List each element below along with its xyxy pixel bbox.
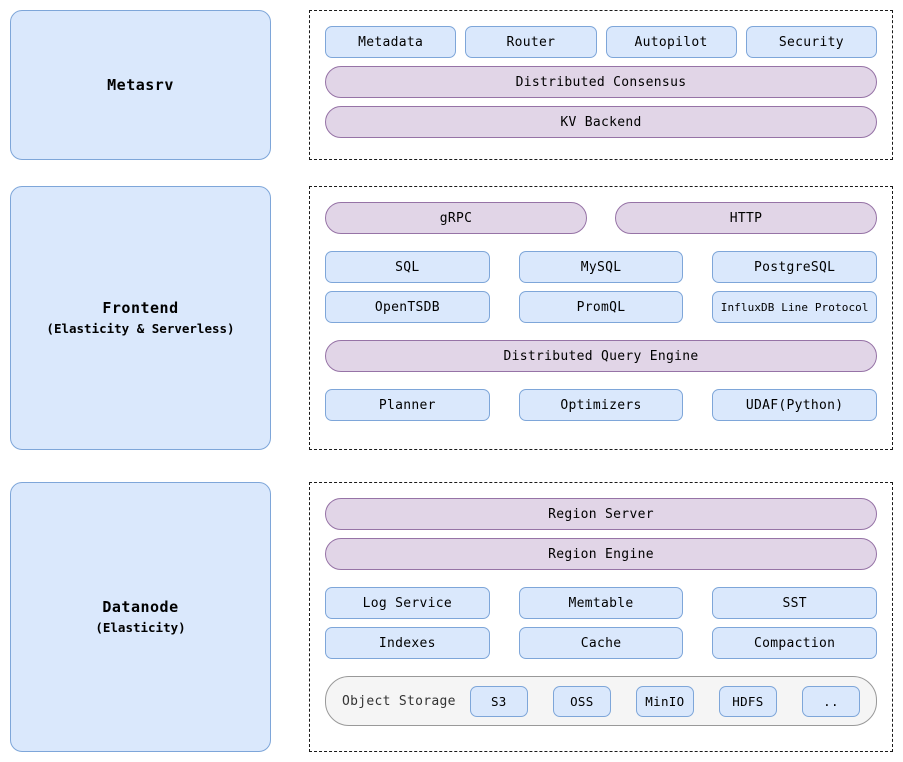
component-sql[interactable]: SQL — [325, 251, 490, 283]
storage-provider-minio[interactable]: MinIO — [635, 685, 694, 717]
component-row: KV Backend — [325, 106, 877, 138]
object-storage-providers: S3 OSS MinIO HDFS .. — [469, 685, 860, 717]
storage-provider-oss[interactable]: OSS — [552, 685, 611, 717]
storage-provider-hdfs[interactable]: HDFS — [718, 685, 777, 717]
component-autopilot[interactable]: Autopilot — [605, 26, 737, 58]
component-row: Region Engine — [325, 538, 877, 570]
component-row: Distributed Consensus — [325, 66, 877, 98]
component-router[interactable]: Router — [465, 26, 597, 58]
component-planner[interactable]: Planner — [325, 389, 490, 421]
role-title-metasrv: Metasrv — [107, 76, 174, 94]
component-log-service[interactable]: Log Service — [325, 587, 490, 619]
component-mysql[interactable]: MySQL — [518, 251, 684, 283]
component-row: Region Server — [325, 498, 877, 530]
component-sst[interactable]: SST — [712, 587, 878, 619]
component-row: Indexes Cache Compaction — [325, 627, 878, 659]
component-security[interactable]: Security — [745, 26, 877, 58]
component-group-metasrv: Metadata Router Autopilot Security Distr… — [309, 10, 893, 160]
role-subtitle-frontend: (Elasticity & Serverless) — [46, 321, 235, 336]
component-region-engine[interactable]: Region Engine — [325, 538, 877, 570]
component-udaf-python[interactable]: UDAF(Python) — [712, 389, 878, 421]
component-row: Metadata Router Autopilot Security — [325, 26, 877, 58]
component-http[interactable]: HTTP — [615, 202, 877, 234]
object-storage-label: Object Storage — [342, 693, 456, 709]
component-group-frontend: gRPC HTTP SQL MySQL PostgreSQL OpenTSDB … — [309, 186, 893, 450]
storage-provider-s3[interactable]: S3 — [469, 685, 528, 717]
component-row: OpenTSDB PromQL InfluxDB Line Protocol — [325, 291, 878, 323]
component-row: Planner Optimizers UDAF(Python) — [325, 389, 878, 421]
component-row: gRPC HTTP — [325, 202, 877, 234]
component-row: Distributed Query Engine — [325, 340, 877, 372]
component-group-datanode: Region Server Region Engine Log Service … — [309, 482, 893, 752]
role-panel-frontend: Frontend (Elasticity & Serverless) — [10, 186, 271, 450]
component-grpc[interactable]: gRPC — [325, 202, 587, 234]
storage-provider-more[interactable]: .. — [801, 685, 860, 717]
role-panel-metasrv: Metasrv — [10, 10, 271, 160]
component-optimizers[interactable]: Optimizers — [518, 389, 684, 421]
component-compaction[interactable]: Compaction — [712, 627, 878, 659]
component-postgresql[interactable]: PostgreSQL — [712, 251, 878, 283]
component-distributed-query-engine[interactable]: Distributed Query Engine — [325, 340, 877, 372]
object-storage-container: Object Storage S3 OSS MinIO HDFS .. — [325, 676, 877, 726]
component-row: Log Service Memtable SST — [325, 587, 878, 619]
component-influxdb-line-protocol[interactable]: InfluxDB Line Protocol — [712, 291, 878, 323]
component-metadata[interactable]: Metadata — [325, 26, 457, 58]
component-memtable[interactable]: Memtable — [518, 587, 684, 619]
role-title-frontend: Frontend — [102, 299, 179, 317]
role-subtitle-datanode: (Elasticity) — [95, 620, 186, 635]
role-panel-datanode: Datanode (Elasticity) — [10, 482, 271, 752]
component-promql[interactable]: PromQL — [518, 291, 684, 323]
component-region-server[interactable]: Region Server — [325, 498, 877, 530]
role-title-datanode: Datanode — [102, 598, 179, 616]
component-opentsdb[interactable]: OpenTSDB — [325, 291, 490, 323]
component-cache[interactable]: Cache — [518, 627, 684, 659]
component-distributed-consensus[interactable]: Distributed Consensus — [325, 66, 877, 98]
component-row: SQL MySQL PostgreSQL — [325, 251, 878, 283]
component-kv-backend[interactable]: KV Backend — [325, 106, 877, 138]
component-indexes[interactable]: Indexes — [325, 627, 490, 659]
